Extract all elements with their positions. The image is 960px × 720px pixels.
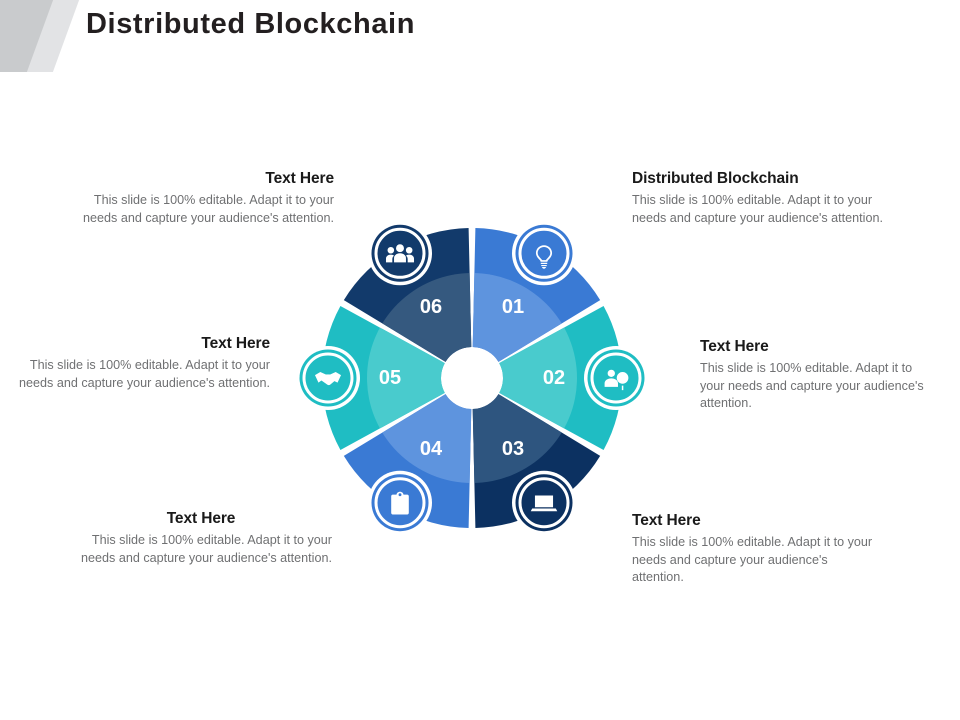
- text-block-body: This slide is 100% editable. Adapt it to…: [83, 193, 334, 225]
- wheel-segment-inner-05: [367, 305, 445, 451]
- page-title: Distributed Blockchain: [86, 8, 416, 40]
- text-block-body: This slide is 100% editable. Adapt it to…: [700, 361, 924, 410]
- lightbulb-icon: [535, 245, 553, 269]
- icon-ring: [374, 477, 426, 529]
- segment-number-03: 03: [502, 438, 524, 460]
- segment-number-01: 01: [502, 296, 524, 318]
- icon-badge-01[interactable]: [512, 221, 576, 286]
- wheel-segment-numbers: 01 02 03 04 05 06: [379, 296, 565, 460]
- text-block-body: This slide is 100% editable. Adapt it to…: [19, 358, 270, 390]
- icon-badge-05[interactable]: [296, 346, 360, 410]
- icon-disc: [515, 224, 573, 282]
- handshake-icon: [314, 372, 342, 386]
- wheel-segment-inner-02: [499, 305, 577, 451]
- segment-number-05: 05: [379, 367, 401, 389]
- text-block-heading: Text Here: [201, 335, 270, 352]
- user-check-icon: [604, 369, 629, 391]
- segment-number-02: 02: [543, 367, 565, 389]
- icon-badge-03[interactable]: [512, 470, 576, 535]
- people-group-icon: [385, 244, 415, 263]
- text-block-06: Text Here This slide is 100% editable. A…: [72, 170, 334, 227]
- segment-number-06: 06: [420, 296, 442, 318]
- text-block-heading: Text Here: [265, 170, 334, 187]
- segment-number-04: 04: [420, 438, 443, 460]
- text-block-heading: Text Here: [166, 510, 236, 527]
- laptop-chart-icon: [530, 495, 558, 512]
- text-block-heading: Text Here: [700, 338, 769, 355]
- icon-ring: [518, 477, 570, 529]
- icon-badge-04[interactable]: [368, 470, 432, 535]
- icon-badge-02[interactable]: [584, 346, 648, 410]
- text-block-01: Distributed Blockchain This slide is 100…: [632, 170, 887, 227]
- icon-disc: [587, 349, 645, 407]
- text-block-heading: Distributed Blockchain: [632, 170, 799, 187]
- icon-ring: [590, 352, 642, 404]
- clipboard-checklist-icon: [391, 491, 409, 515]
- icon-badge-06[interactable]: [368, 221, 432, 286]
- icon-ring: [374, 227, 426, 279]
- icon-ring: [518, 227, 570, 279]
- text-block-heading: Text Here: [632, 512, 701, 529]
- text-block-05: Text Here This slide is 100% editable. A…: [18, 335, 270, 392]
- text-block-body: This slide is 100% editable. Adapt it to…: [632, 193, 883, 225]
- text-block-04: Text Here This slide is 100% editable. A…: [70, 510, 332, 567]
- icon-ring: [302, 352, 354, 404]
- text-block-03: Text Here This slide is 100% editable. A…: [632, 512, 882, 587]
- wheel-icon-badges: [296, 221, 648, 535]
- segmented-wheel-diagram: 01 02 03 04 05 06: [296, 188, 648, 568]
- wheel-hub: [443, 349, 501, 407]
- text-block-02: Text Here This slide is 100% editable. A…: [700, 338, 940, 413]
- text-block-body: This slide is 100% editable. Adapt it to…: [632, 535, 873, 584]
- text-block-body: This slide is 100% editable. Adapt it to…: [81, 533, 332, 565]
